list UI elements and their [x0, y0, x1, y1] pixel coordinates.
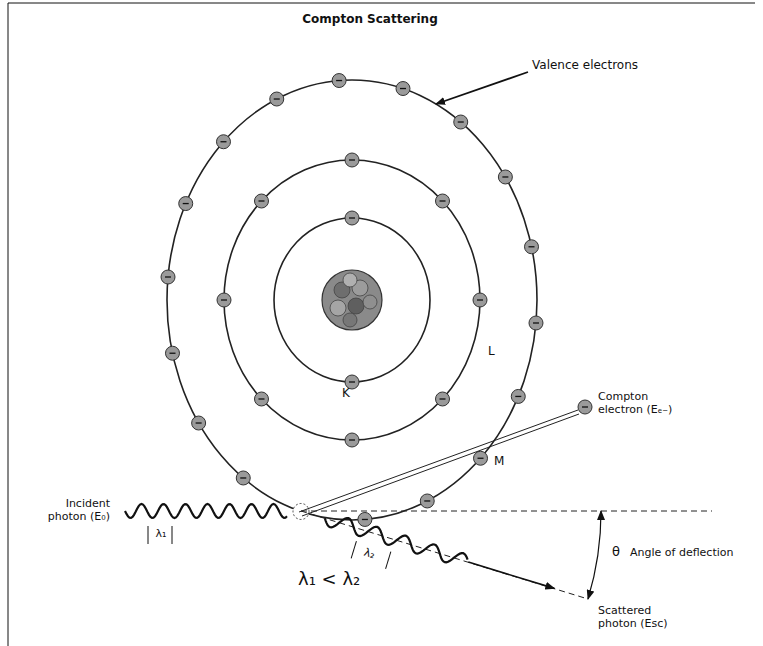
angle-label: Angle of deflection: [630, 546, 733, 559]
electron: [332, 74, 346, 88]
shell-letter: M: [494, 454, 504, 468]
electron: [254, 392, 268, 406]
wavelength-label: λ₂: [362, 546, 376, 562]
electron-track: [302, 414, 579, 516]
electron: [217, 293, 231, 307]
shell-letter: K: [342, 386, 350, 400]
angle-arc: [588, 511, 601, 599]
particle-label: Incident photon (E₀): [30, 497, 110, 523]
electron: [345, 211, 359, 225]
electron: [578, 400, 592, 414]
electron: [161, 270, 175, 284]
electron: [345, 433, 359, 447]
electron: [270, 92, 284, 106]
electron: [192, 416, 206, 430]
leader-arrow: [436, 72, 528, 104]
electron: [396, 82, 410, 96]
electron: [236, 471, 250, 485]
wavelength-marker: [148, 526, 172, 544]
particle-label: Scattered photon (Esc): [598, 604, 683, 630]
electron: [254, 194, 268, 208]
electron: [165, 346, 179, 360]
electron: [525, 240, 539, 254]
electron: [358, 512, 372, 526]
electron: [473, 293, 487, 307]
electron: [529, 316, 543, 330]
nucleus: [322, 270, 382, 330]
electron: [436, 392, 450, 406]
electron: [511, 389, 525, 403]
relation-label: λ₁ < λ₂: [298, 568, 360, 590]
electron: [436, 194, 450, 208]
electron-track: [299, 410, 578, 512]
electron: [345, 153, 359, 167]
shell-label: Valence electrons: [532, 58, 638, 72]
wavelength-marker: [351, 541, 391, 569]
electron: [216, 135, 230, 149]
electron: [474, 451, 488, 465]
electron: [179, 197, 193, 211]
electrons: [161, 74, 592, 527]
reference-line: [301, 511, 712, 512]
electron: [420, 494, 434, 508]
electron-shells: [167, 80, 537, 520]
shell-letter: L: [488, 344, 495, 358]
angle-symbol: θ: [612, 544, 620, 560]
electron: [454, 115, 468, 129]
particle-label: Compton electron (Eₑ₋): [598, 390, 690, 416]
electron: [498, 170, 512, 184]
diagram-title: Compton Scattering: [302, 12, 437, 26]
frame-line: [8, 3, 9, 646]
frame-line: [8, 3, 755, 4]
wavelength-label: λ₁: [156, 527, 167, 540]
